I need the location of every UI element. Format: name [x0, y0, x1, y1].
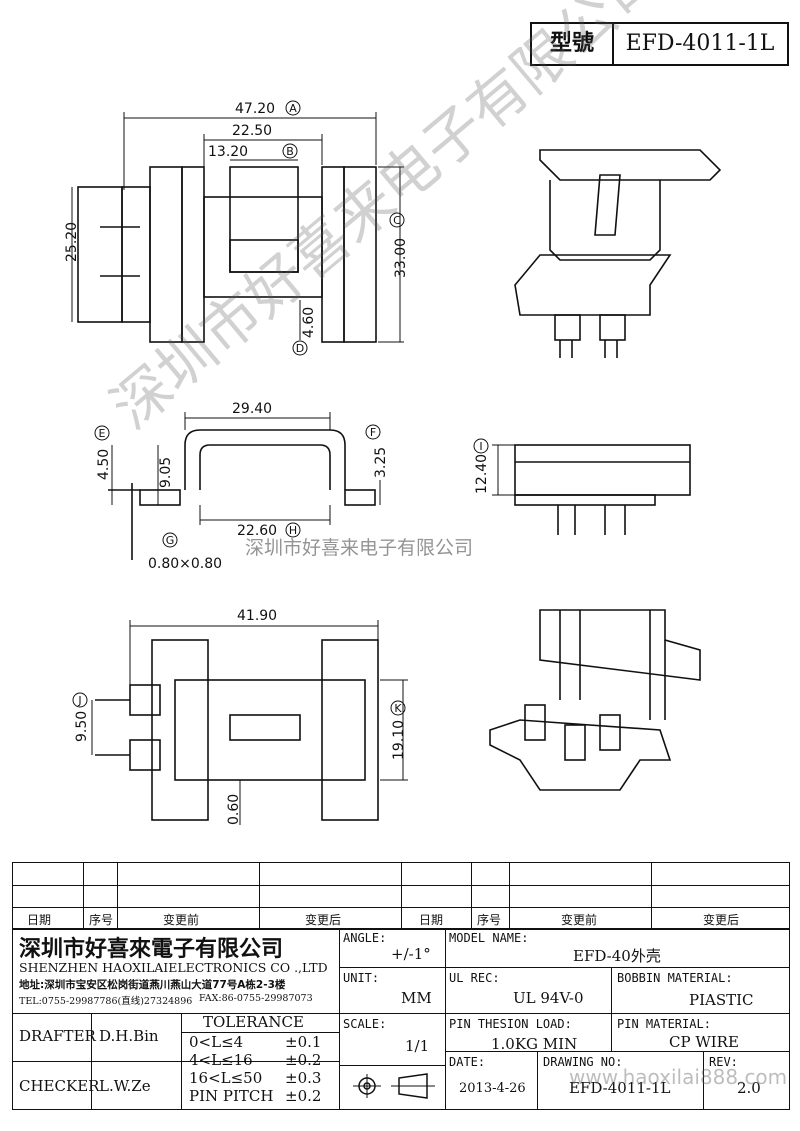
model-name-value: EFD-40外壳	[573, 947, 661, 965]
dim-29-40: 29.40	[232, 401, 272, 417]
letter-h: H	[289, 524, 297, 537]
unit-label: UNIT:	[343, 971, 380, 985]
dim-3-25: 3.25	[373, 447, 389, 478]
front-view	[514, 444, 691, 535]
company-name-en: SHENZHEN HAOXILAIELECTRONICS CO .,LTD	[19, 960, 328, 975]
angle-value: +/-1°	[391, 945, 431, 963]
letter-d: D	[296, 342, 304, 355]
side-view	[108, 429, 376, 560]
pin-material-label: PIN MATERIAL:	[617, 1017, 711, 1031]
technical-drawing: 47.20 22.50 13.20 25.20 33.00 4.60 29.40…	[64, 100, 722, 825]
rev-header-date-1: 日期	[27, 913, 52, 927]
tolerance-range-4: PIN PITCH	[189, 1087, 274, 1105]
revision-table: 日期 序号 变更前 变更后 日期 序号 变更前 变更后	[12, 862, 790, 930]
checker-value: L.W.Ze	[99, 1077, 151, 1095]
company-name-cn: 深圳市好喜來電子有限公司	[19, 937, 284, 962]
checker-label: CHECKER	[19, 1077, 100, 1095]
model-header-label: 型號	[532, 24, 614, 64]
rev-header-after-2: 变更后	[703, 913, 740, 927]
dim-25-20: 25.20	[64, 222, 80, 262]
rev-header-date-2: 日期	[419, 913, 444, 927]
company-address: 地址:深圳市宝安区松岗街道燕川燕山大道77号A栋2-3楼	[19, 979, 286, 991]
dim-0-60: 0.60	[226, 794, 242, 825]
letter-i: I	[479, 440, 482, 453]
ul-rec-label: UL REC:	[449, 971, 500, 985]
letter-b: B	[286, 145, 294, 158]
tolerance-range-3: 16<L≤50	[189, 1069, 263, 1087]
dim-9-50: 9.50	[74, 711, 90, 742]
tolerance-value-3: ±0.3	[285, 1069, 322, 1087]
dim-9-05: 9.05	[158, 457, 174, 488]
model-name-label: MODEL NAME:	[449, 931, 529, 945]
circled-letters: A B C D E F G H I J K	[72, 100, 489, 716]
drafter-label: DRAFTER	[19, 1027, 96, 1045]
website-watermark: www.haoxilai888.com	[569, 1065, 788, 1089]
rev-header-before-1: 变更前	[163, 913, 200, 927]
drawing-no-label: DRAWING NO:	[543, 1055, 623, 1069]
bottom-view	[95, 639, 379, 821]
tolerance-range-1: 0<L≤4	[189, 1033, 244, 1051]
tolerance-label: TOLERANCE	[203, 1013, 304, 1031]
tolerance-value-1: ±0.1	[285, 1033, 322, 1051]
rev-header-after-1: 变更后	[305, 913, 342, 927]
letter-g: G	[166, 534, 175, 547]
rev-header-no-1: 序号	[89, 913, 114, 927]
tolerance-value-4: ±0.2	[285, 1087, 322, 1105]
date-label: DATE:	[449, 1055, 486, 1069]
dim-13-20: 13.20	[208, 144, 248, 160]
ul-rec-value: UL 94V-0	[513, 989, 584, 1007]
side-view-dimensions	[111, 412, 381, 525]
tolerance-range-2: 4<L≤16	[189, 1051, 253, 1069]
dimension-labels: 47.20 22.50 13.20 25.20 33.00 4.60 29.40…	[64, 101, 490, 825]
model-header-value: EFD-4011-1L	[625, 31, 775, 56]
dim-47-20: 47.20	[235, 101, 275, 117]
projection-symbol-icon	[353, 1073, 435, 1099]
drafter-value: D.H.Bin	[99, 1027, 159, 1045]
bobbin-material-label: BOBBIN MATERIAL:	[617, 971, 733, 985]
model-header: 型號 EFD-4011-1L	[530, 22, 789, 66]
dim-12-40: 12.40	[474, 454, 490, 494]
dim-33-00: 33.00	[393, 238, 409, 278]
pin-load-label: PIN THESION LOAD:	[449, 1017, 572, 1031]
company-tel: TEL:0755-29987786(直线)27324896	[19, 996, 193, 1007]
rev-header-before-2: 变更前	[561, 913, 598, 927]
dim-19-10: 19.10	[391, 720, 407, 760]
top-view	[77, 166, 377, 343]
rev-label: REV:	[709, 1055, 738, 1069]
top-view-dimensions	[71, 112, 404, 343]
dim-4-60: 4.60	[301, 307, 317, 338]
pin-material-value: CP WIRE	[669, 1033, 739, 1051]
drawing-no-value: EFD-4011-1L	[569, 1079, 671, 1097]
isometric-view-top	[514, 149, 722, 358]
bobbin-material-value: PIASTIC	[689, 991, 754, 1009]
company-fax: FAX:86-0755-29987073	[199, 993, 313, 1004]
front-view-dimensions	[492, 444, 515, 496]
angle-label: ANGLE:	[343, 931, 387, 945]
letter-c: C	[393, 214, 401, 227]
letter-e: E	[99, 427, 106, 440]
scale-label: SCALE:	[343, 1017, 387, 1031]
dim-22-50: 22.50	[232, 123, 272, 139]
letter-f: F	[370, 426, 376, 439]
letter-a: A	[289, 102, 297, 115]
dim-22-60: 22.60	[237, 523, 277, 539]
title-block: 深圳市好喜來電子有限公司 SHENZHEN HAOXILAIELECTRONIC…	[12, 928, 790, 1110]
bottom-view-dimensions	[91, 620, 408, 825]
letter-j: J	[77, 694, 81, 707]
tolerance-value-2: ±0.2	[285, 1051, 322, 1069]
rev-value: 2.0	[737, 1079, 761, 1097]
rev-header-no-2: 序号	[477, 913, 502, 927]
dim-0-80: 0.80×0.80	[148, 556, 222, 572]
letter-k: K	[394, 702, 402, 715]
scale-value: 1/1	[405, 1037, 430, 1055]
unit-value: MM	[401, 989, 432, 1007]
pin-load-value: 1.0KG MIN	[491, 1035, 578, 1053]
dim-4-50: 4.50	[96, 449, 112, 480]
dim-41-90: 41.90	[237, 608, 277, 624]
date-value: 2013-4-26	[459, 1081, 526, 1096]
isometric-view-bottom	[489, 609, 701, 791]
